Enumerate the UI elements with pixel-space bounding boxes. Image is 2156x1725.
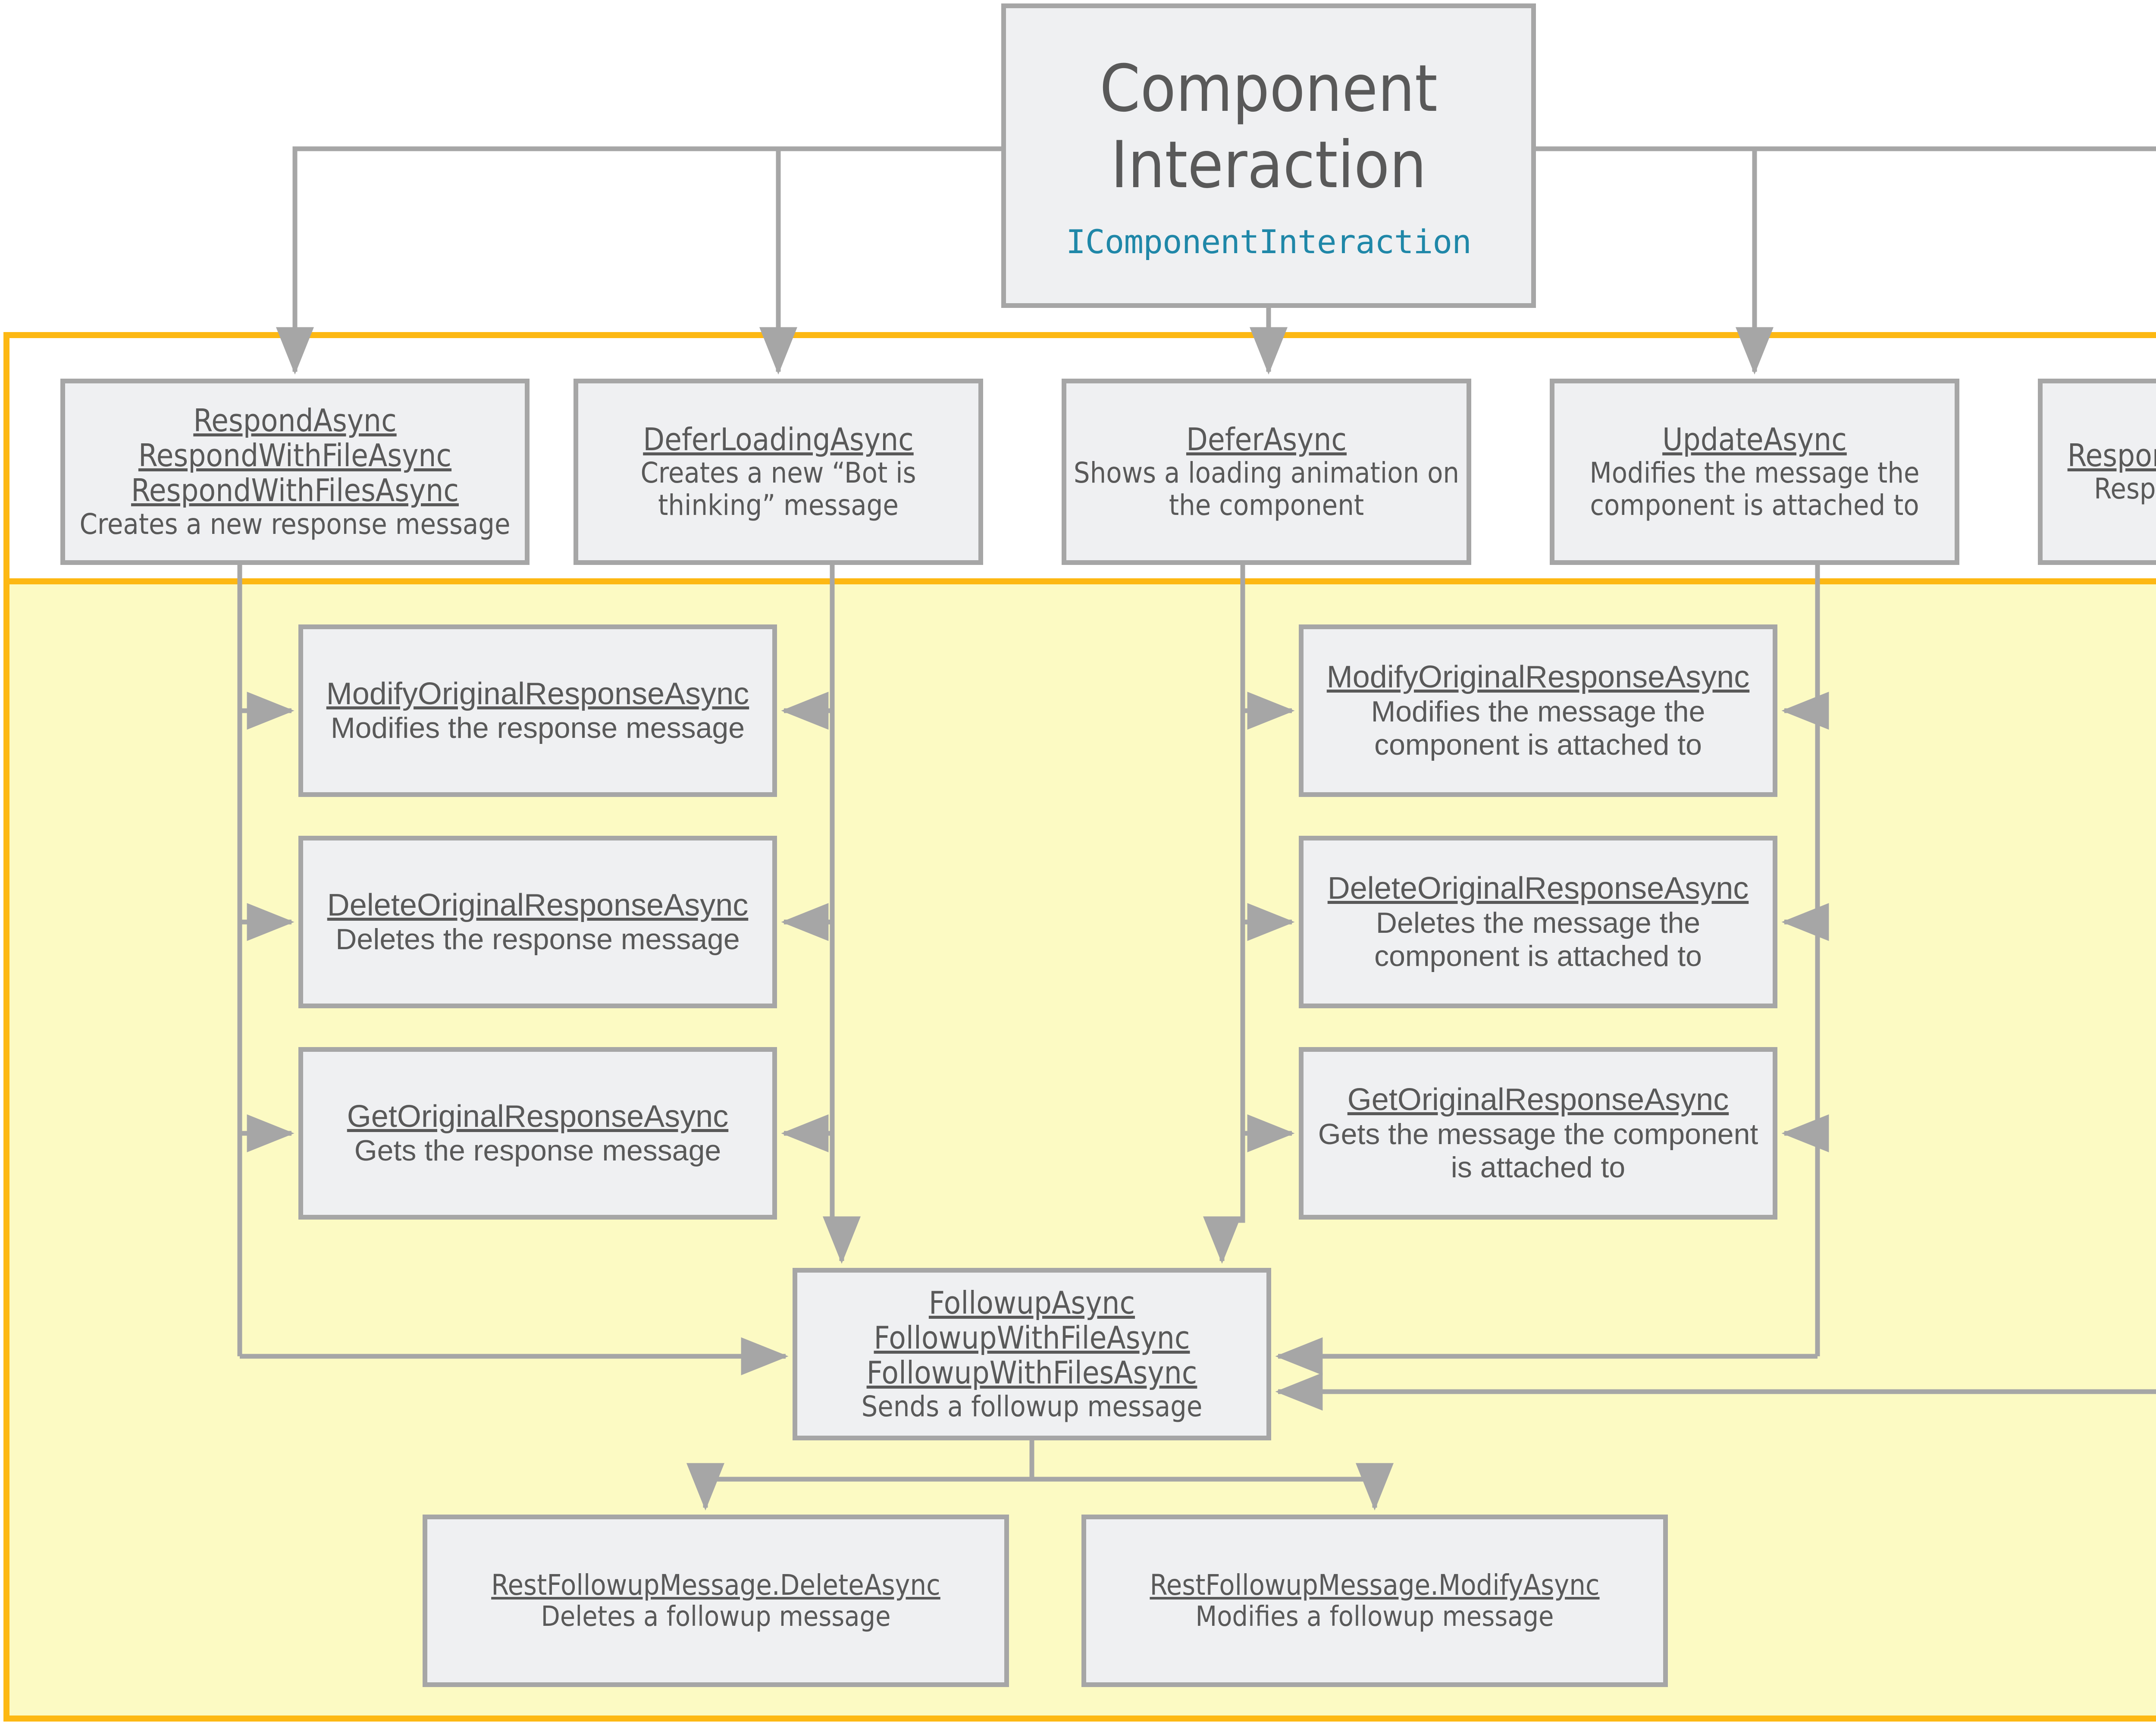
node-modify-original-response-async-component[interactable]: ModifyOriginalResponseAsync Modifies the… bbox=[1299, 624, 1777, 797]
node-modify-original-response-async[interactable]: ModifyOriginalResponseAsync Modifies the… bbox=[298, 624, 777, 797]
method-name: RestFollowupMessage.ModifyAsync bbox=[1150, 1568, 1600, 1602]
method-description: Creates a new “Bot is thinking” message bbox=[640, 456, 916, 522]
method-name: ModifyOriginalResponseAsync bbox=[326, 676, 749, 711]
method-name: DeferLoadingAsync bbox=[643, 421, 914, 458]
method-name: FollowupWithFileAsync bbox=[874, 1320, 1190, 1356]
method-name: FollowupWithFilesAsync bbox=[866, 1355, 1197, 1391]
method-name: UpdateAsync bbox=[1662, 421, 1847, 458]
method-name: RespondWithModalAsync bbox=[2067, 437, 2156, 474]
method-description: Modifies the message the component is at… bbox=[1589, 456, 1920, 522]
method-description: Shows a loading animation on the compone… bbox=[1073, 456, 1460, 522]
method-name: DeleteOriginalResponseAsync bbox=[327, 888, 749, 922]
method-name: DeleteOriginalResponseAsync bbox=[1327, 871, 1749, 906]
node-get-original-response-async-component[interactable]: GetOriginalResponseAsync Gets the messag… bbox=[1299, 1047, 1777, 1220]
method-name: ModifyOriginalResponseAsync bbox=[1326, 660, 1750, 695]
method-description: Deletes a followup message bbox=[541, 1601, 891, 1633]
method-description: Modifies a followup message bbox=[1195, 1601, 1554, 1633]
method-description: Deletes the response message bbox=[335, 923, 740, 956]
node-component-interaction[interactable]: Component Interaction IComponentInteract… bbox=[1001, 3, 1536, 308]
node-delete-original-response-async[interactable]: DeleteOriginalResponseAsync Deletes the … bbox=[298, 836, 777, 1008]
method-description: Sends a followup message bbox=[861, 1389, 1203, 1423]
method-description: Gets the message the component is attach… bbox=[1318, 1117, 1758, 1184]
root-title-line2: Interaction bbox=[1110, 128, 1427, 203]
method-name: GetOriginalResponseAsync bbox=[347, 1099, 729, 1134]
node-rest-followup-message-modify-async[interactable]: RestFollowupMessage.ModifyAsync Modifies… bbox=[1081, 1515, 1668, 1687]
method-description: Deletes the message the component is att… bbox=[1374, 906, 1702, 972]
method-name: RespondWithFilesAsync bbox=[131, 472, 459, 509]
method-name: RespondWithFileAsync bbox=[138, 437, 452, 474]
node-update-async[interactable]: UpdateAsync Modifies the message the com… bbox=[1550, 379, 1959, 565]
node-respond-async[interactable]: RespondAsync RespondWithFileAsync Respon… bbox=[60, 379, 530, 565]
method-name: RestFollowupMessage.DeleteAsync bbox=[491, 1568, 940, 1602]
method-description: Modifies the response message bbox=[330, 712, 745, 745]
method-name: DeferAsync bbox=[1186, 421, 1347, 458]
method-name: FollowupAsync bbox=[928, 1284, 1135, 1321]
node-rest-followup-message-delete-async[interactable]: RestFollowupMessage.DeleteAsync Deletes … bbox=[423, 1515, 1009, 1687]
method-name: RespondAsync bbox=[193, 402, 397, 439]
method-description: Gets the response message bbox=[354, 1134, 721, 1167]
root-title-line1: Component bbox=[1100, 51, 1438, 127]
node-defer-async[interactable]: DeferAsync Shows a loading animation on … bbox=[1062, 379, 1471, 565]
node-followup-async[interactable]: FollowupAsync FollowupWithFileAsync Foll… bbox=[793, 1268, 1271, 1440]
node-defer-loading-async[interactable]: DeferLoadingAsync Creates a new “Bot is … bbox=[573, 379, 983, 565]
node-get-original-response-async[interactable]: GetOriginalResponseAsync Gets the respon… bbox=[298, 1047, 777, 1220]
node-respond-with-modal-async[interactable]: RespondWithModalAsync Responds with a mo… bbox=[2038, 379, 2156, 565]
method-description: Responds with a modal bbox=[2094, 472, 2156, 506]
method-name: GetOriginalResponseAsync bbox=[1347, 1082, 1729, 1117]
node-delete-original-response-async-component[interactable]: DeleteOriginalResponseAsync Deletes the … bbox=[1299, 836, 1777, 1008]
root-interface-name: IComponentInteraction bbox=[1066, 223, 1472, 261]
method-description: Modifies the message the component is at… bbox=[1371, 695, 1705, 761]
method-description: Creates a new response message bbox=[79, 507, 511, 541]
